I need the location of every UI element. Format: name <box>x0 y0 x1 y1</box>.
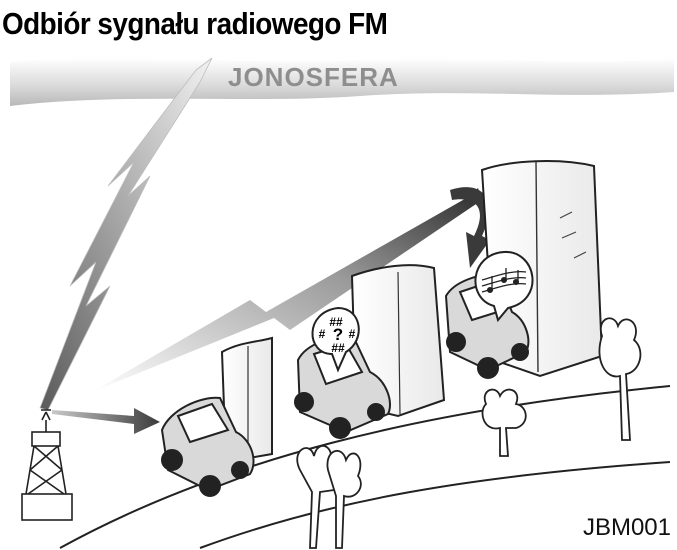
road <box>59 385 671 549</box>
bubble-glyph-left: # <box>319 327 326 341</box>
diagram-title: Odbiór sygnału radiowego FM <box>2 6 388 41</box>
tree-icon <box>296 317 642 549</box>
radio-tower-icon <box>21 409 73 521</box>
ionosphere-label: JONOSFERA <box>228 62 399 92</box>
sky-wave-signal <box>39 57 213 411</box>
bubble-glyph-top: ## <box>329 315 343 329</box>
reflected-wave-signal <box>92 188 482 392</box>
bounce-arrow <box>450 187 490 268</box>
music-notes-icon <box>481 268 527 294</box>
speech-bubble-icon <box>474 250 534 323</box>
car-icon <box>160 396 255 497</box>
bubble-glyph-right: # <box>349 327 356 341</box>
bubble-glyph-bottom: ## <box>331 341 345 355</box>
figure-code: JBM001 <box>582 514 671 541</box>
speech-bubble-icon: ## # ? # ## <box>311 306 360 373</box>
bubble-question-mark: ? <box>333 325 343 344</box>
ionosphere-band: JONOSFERA <box>10 58 674 106</box>
direct-wave-arrow <box>52 408 160 434</box>
